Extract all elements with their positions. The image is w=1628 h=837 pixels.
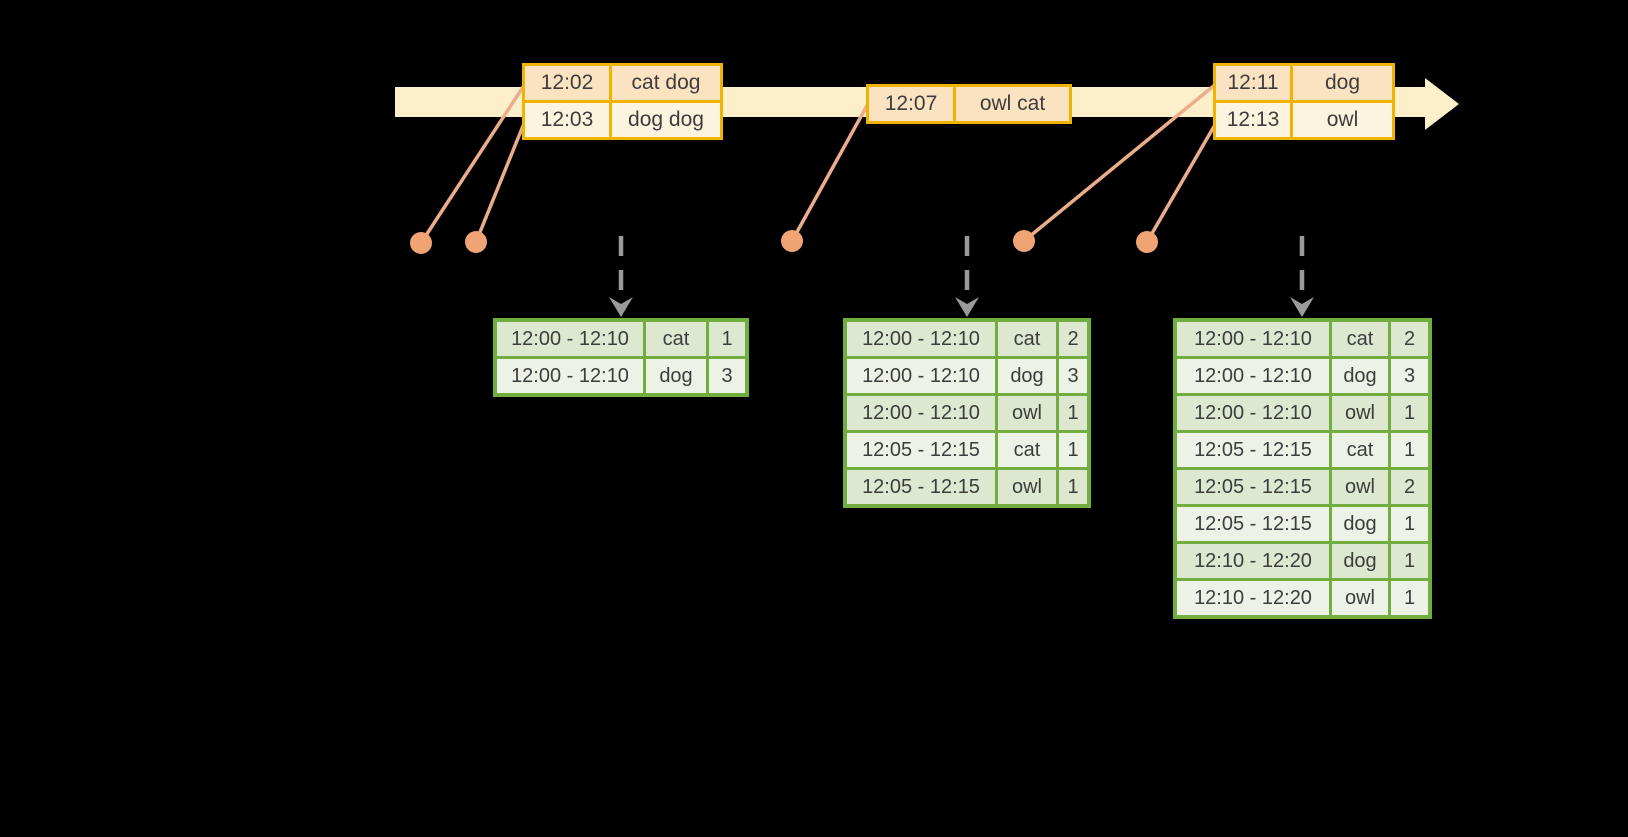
count-cell: 1 (1059, 433, 1087, 467)
word-cell: owl (998, 470, 1056, 504)
window-range-cell: 12:10 - 12:20 (1177, 581, 1329, 615)
count-cell: 3 (1391, 359, 1428, 393)
event-words-cell: dog dog (612, 103, 720, 137)
window-range-cell: 12:00 - 12:10 (497, 359, 643, 393)
word-cell: dog (1332, 544, 1388, 578)
word-cell: cat (998, 322, 1056, 356)
count-cell: 3 (1059, 359, 1087, 393)
trigger-arrow-group (1290, 236, 1314, 317)
window-range-cell: 12:00 - 12:10 (497, 322, 643, 356)
event-words-cell: dog (1293, 66, 1392, 100)
event-time-cell: 12:02 (525, 66, 609, 100)
event-time-cell: 12:13 (1216, 103, 1290, 137)
window-range-cell: 12:00 - 12:10 (1177, 322, 1329, 356)
word-cell: owl (998, 396, 1056, 430)
word-cell: owl (1332, 396, 1388, 430)
word-cell: dog (1332, 359, 1388, 393)
window-range-cell: 12:00 - 12:10 (847, 396, 995, 430)
count-cell: 1 (1059, 470, 1087, 504)
count-cell: 3 (709, 359, 745, 393)
trigger-arrow-group (955, 236, 979, 317)
count-cell: 1 (1059, 396, 1087, 430)
count-cell: 1 (1391, 433, 1428, 467)
word-cell: dog (998, 359, 1056, 393)
word-cell: dog (1332, 507, 1388, 541)
event-words-cell: owl cat (956, 87, 1069, 121)
window-range-cell: 12:00 - 12:10 (847, 322, 995, 356)
connector-line (790, 101, 871, 242)
window-range-cell: 12:05 - 12:15 (1177, 470, 1329, 504)
event-dot (1013, 230, 1035, 252)
arrow-down-icon (1290, 297, 1314, 317)
count-cell: 1 (1391, 544, 1428, 578)
arrow-down-icon (609, 297, 633, 317)
trigger-arrow-group (609, 236, 633, 317)
count-cell: 1 (709, 322, 745, 356)
count-cell: 1 (1391, 396, 1428, 430)
event-time-cell: 12:03 (525, 103, 609, 137)
word-cell: dog (646, 359, 706, 393)
window-range-cell: 12:00 - 12:10 (1177, 359, 1329, 393)
event-time-cell: 12:07 (869, 87, 953, 121)
window-range-cell: 12:05 - 12:15 (847, 433, 995, 467)
event-dot (465, 231, 487, 253)
arrow-down-icon (955, 297, 979, 317)
event-dot (781, 230, 803, 252)
count-cell: 1 (1391, 507, 1428, 541)
arrow-right-icon (1425, 78, 1459, 130)
word-cell: cat (1332, 433, 1388, 467)
word-cell: owl (1332, 581, 1388, 615)
word-cell: cat (1332, 322, 1388, 356)
count-cell: 1 (1391, 581, 1428, 615)
connector-line (419, 83, 527, 244)
event-dot (410, 232, 432, 254)
window-range-cell: 12:05 - 12:15 (1177, 507, 1329, 541)
window-range-cell: 12:05 - 12:15 (1177, 433, 1329, 467)
connector-line (1022, 82, 1218, 243)
window-range-cell: 12:05 - 12:15 (847, 470, 995, 504)
window-range-cell: 12:00 - 12:10 (847, 359, 995, 393)
count-cell: 2 (1391, 322, 1428, 356)
window-range-cell: 12:10 - 12:20 (1177, 544, 1329, 578)
event-time-cell: 12:11 (1216, 66, 1290, 100)
connector-line (474, 120, 527, 243)
word-cell: owl (1332, 470, 1388, 504)
event-words-cell: cat dog (612, 66, 720, 100)
word-cell: cat (646, 322, 706, 356)
event-words-cell: owl (1293, 103, 1392, 137)
connector-line (1145, 122, 1218, 243)
event-dot (1136, 231, 1158, 253)
window-range-cell: 12:00 - 12:10 (1177, 396, 1329, 430)
count-cell: 2 (1391, 470, 1428, 504)
count-cell: 2 (1059, 322, 1087, 356)
word-cell: cat (998, 433, 1056, 467)
